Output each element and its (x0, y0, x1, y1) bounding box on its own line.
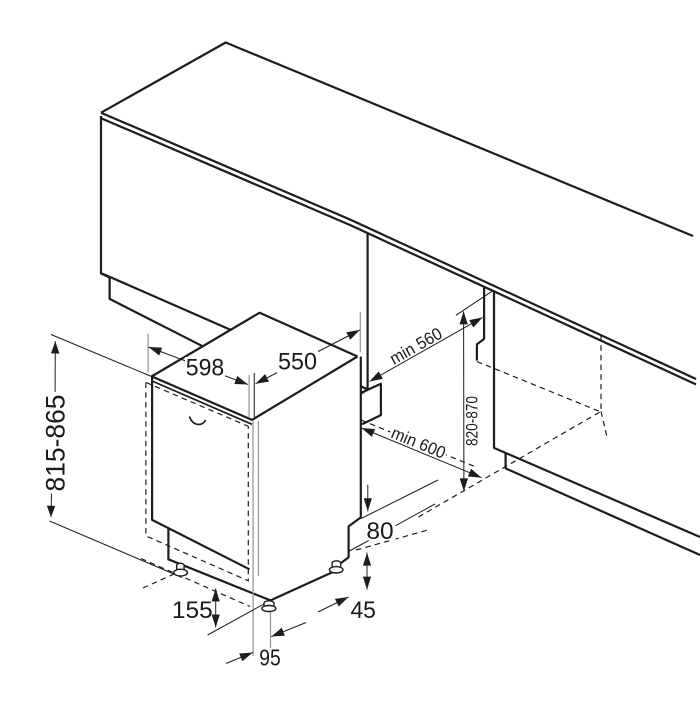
svg-text:598: 598 (186, 355, 225, 382)
svg-text:45: 45 (350, 597, 376, 624)
svg-text:820-870: 820-870 (464, 396, 482, 446)
svg-text:95: 95 (259, 644, 281, 670)
svg-text:550: 550 (278, 349, 317, 376)
svg-text:80: 80 (366, 518, 393, 545)
svg-text:155: 155 (172, 597, 213, 624)
svg-text:815-865: 815-865 (40, 395, 70, 492)
